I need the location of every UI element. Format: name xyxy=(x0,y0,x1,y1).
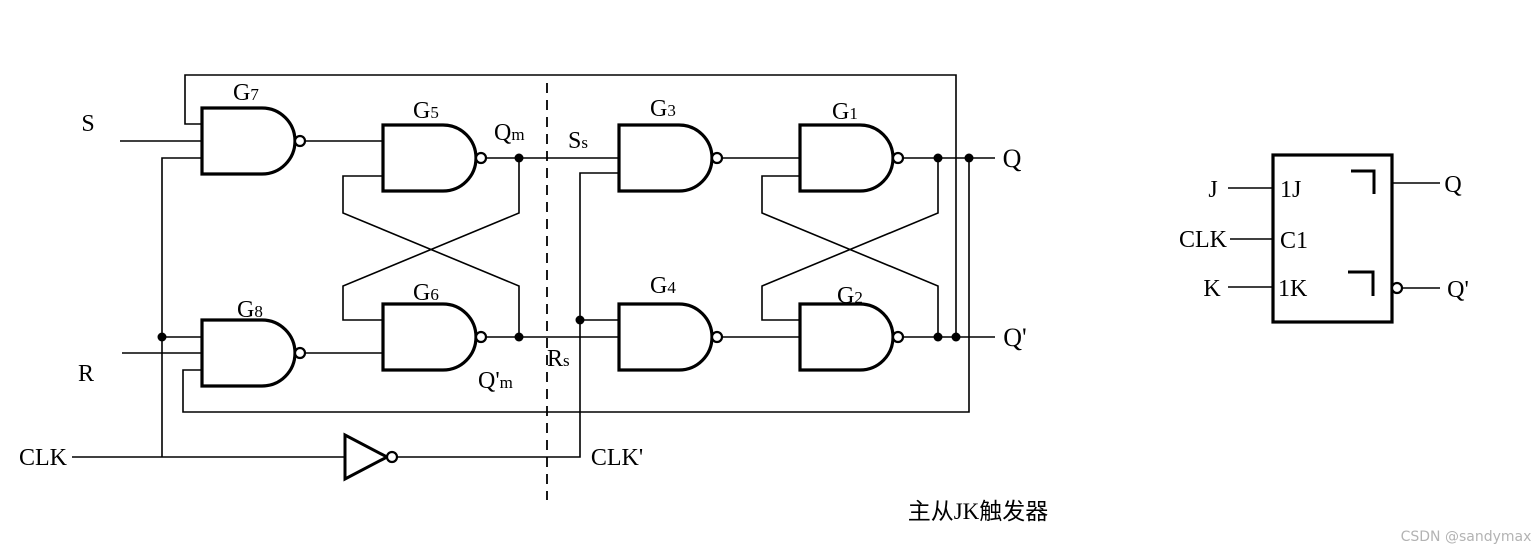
watermark-text: CSDN @sandymax xyxy=(1401,529,1532,545)
symbol-clk-label: CLK xyxy=(1179,227,1228,253)
junction-dot-qbar-feedback xyxy=(951,332,961,342)
master-cross-wire-to-g5 xyxy=(342,175,520,337)
rs-label: Rs xyxy=(547,346,570,372)
inversion-bubble-symbol-qbar xyxy=(1390,281,1404,295)
symbol-q-label: Q xyxy=(1444,172,1461,198)
not-gate-triangle xyxy=(343,432,391,482)
nand-gate-g6-body xyxy=(381,302,478,372)
nand-gate-g8 xyxy=(200,318,307,388)
junction-dot-q-feedback xyxy=(964,153,974,163)
gate-g8-label: G8 xyxy=(237,297,263,323)
symbol-k-label: K xyxy=(1203,276,1221,302)
jk-flipflop-symbol: J CLK K 1J C1 1K Q Q' xyxy=(1179,153,1469,324)
symbol-qbar-label: Q' xyxy=(1447,277,1469,303)
qmbar-label: Q'm xyxy=(478,368,513,394)
gate-g1-label: G1 xyxy=(832,99,858,125)
junction-dots xyxy=(157,153,974,342)
not-gate-clk xyxy=(343,432,399,482)
nand-gate-g1-body xyxy=(798,123,895,193)
nand-gate-g1 xyxy=(798,123,905,193)
symbol-pin-c1-label: C1 xyxy=(1280,228,1308,254)
inversion-bubble-clk xyxy=(385,450,399,464)
qbar-feedback-top-wire xyxy=(184,74,957,337)
nand-gate-g8-body xyxy=(200,318,297,388)
diagram-caption: 主从JK触发器 xyxy=(908,499,1049,524)
inversion-bubble-g7 xyxy=(293,134,307,148)
postponed-output-icon-bottom xyxy=(1348,270,1375,296)
symbol-pin-1j-label: 1J xyxy=(1280,177,1301,203)
junction-dot-clkinv-g4 xyxy=(575,315,585,325)
inversion-bubble-g1 xyxy=(891,151,905,165)
clk-inverted-label: CLK' xyxy=(591,445,643,471)
inversion-bubble-g4 xyxy=(710,330,724,344)
gate-g5-label: G5 xyxy=(413,98,439,124)
gate-g4-label: G4 xyxy=(650,273,676,299)
wires xyxy=(72,74,995,458)
inversion-bubble-g2 xyxy=(891,330,905,344)
nand-gate-g2 xyxy=(798,302,905,372)
nand-gate-g2-body xyxy=(798,302,895,372)
inversion-bubble-g3 xyxy=(710,151,724,165)
nand-gate-g5-body xyxy=(381,123,478,193)
inversion-bubble-g8 xyxy=(293,346,307,360)
clk-input-label: CLK xyxy=(19,445,68,471)
q-output-label: Q xyxy=(1003,144,1022,173)
inversion-bubble-g5 xyxy=(474,151,488,165)
junction-dot-qmbar xyxy=(514,332,524,342)
gate-g6-label: G6 xyxy=(413,280,439,306)
symbol-pin-1k-label: 1K xyxy=(1278,276,1308,302)
inversion-bubble-g6 xyxy=(474,330,488,344)
junction-dot-qbar-cross xyxy=(933,332,943,342)
qm-label: Qm xyxy=(494,120,525,146)
circuit-labels: S R CLK CLK' Q Q' Qm Ss Q'm Rs G7 G5 G3 … xyxy=(19,80,1027,471)
nand-gate-g7-body xyxy=(200,106,297,176)
nand-gate-g7 xyxy=(200,106,307,176)
r-input-label: R xyxy=(78,361,94,387)
master-cross-wire-to-g6 xyxy=(342,158,520,321)
junction-dot-clk-g8 xyxy=(157,332,167,342)
gate-g7-label: G7 xyxy=(233,80,259,106)
nand-gates xyxy=(200,106,905,388)
nand-gate-g4-body xyxy=(617,302,714,372)
nand-gate-g3-body xyxy=(617,123,714,193)
junction-dot-qm xyxy=(514,153,524,163)
gate-g3-label: G3 xyxy=(650,96,676,122)
symbol-j-label: J xyxy=(1208,177,1217,203)
nand-gate-g6 xyxy=(381,302,488,372)
ss-label: Ss xyxy=(568,128,588,154)
clk-branch-wire xyxy=(161,157,202,457)
postponed-output-icon-top xyxy=(1351,169,1376,194)
slave-cross-wire-to-g1 xyxy=(761,175,939,337)
qbar-output-label: Q' xyxy=(1003,323,1026,352)
clkinv-wire xyxy=(397,172,619,458)
slave-cross-wire-to-g2 xyxy=(761,158,939,321)
nand-gate-g3 xyxy=(617,123,724,193)
s-input-label: S xyxy=(81,111,94,137)
nand-gate-g4 xyxy=(617,302,724,372)
junction-dot-q-cross xyxy=(933,153,943,163)
q-feedback-bottom-wire xyxy=(182,158,970,413)
gate-g2-label: G2 xyxy=(837,283,863,309)
nand-gate-g5 xyxy=(381,123,488,193)
